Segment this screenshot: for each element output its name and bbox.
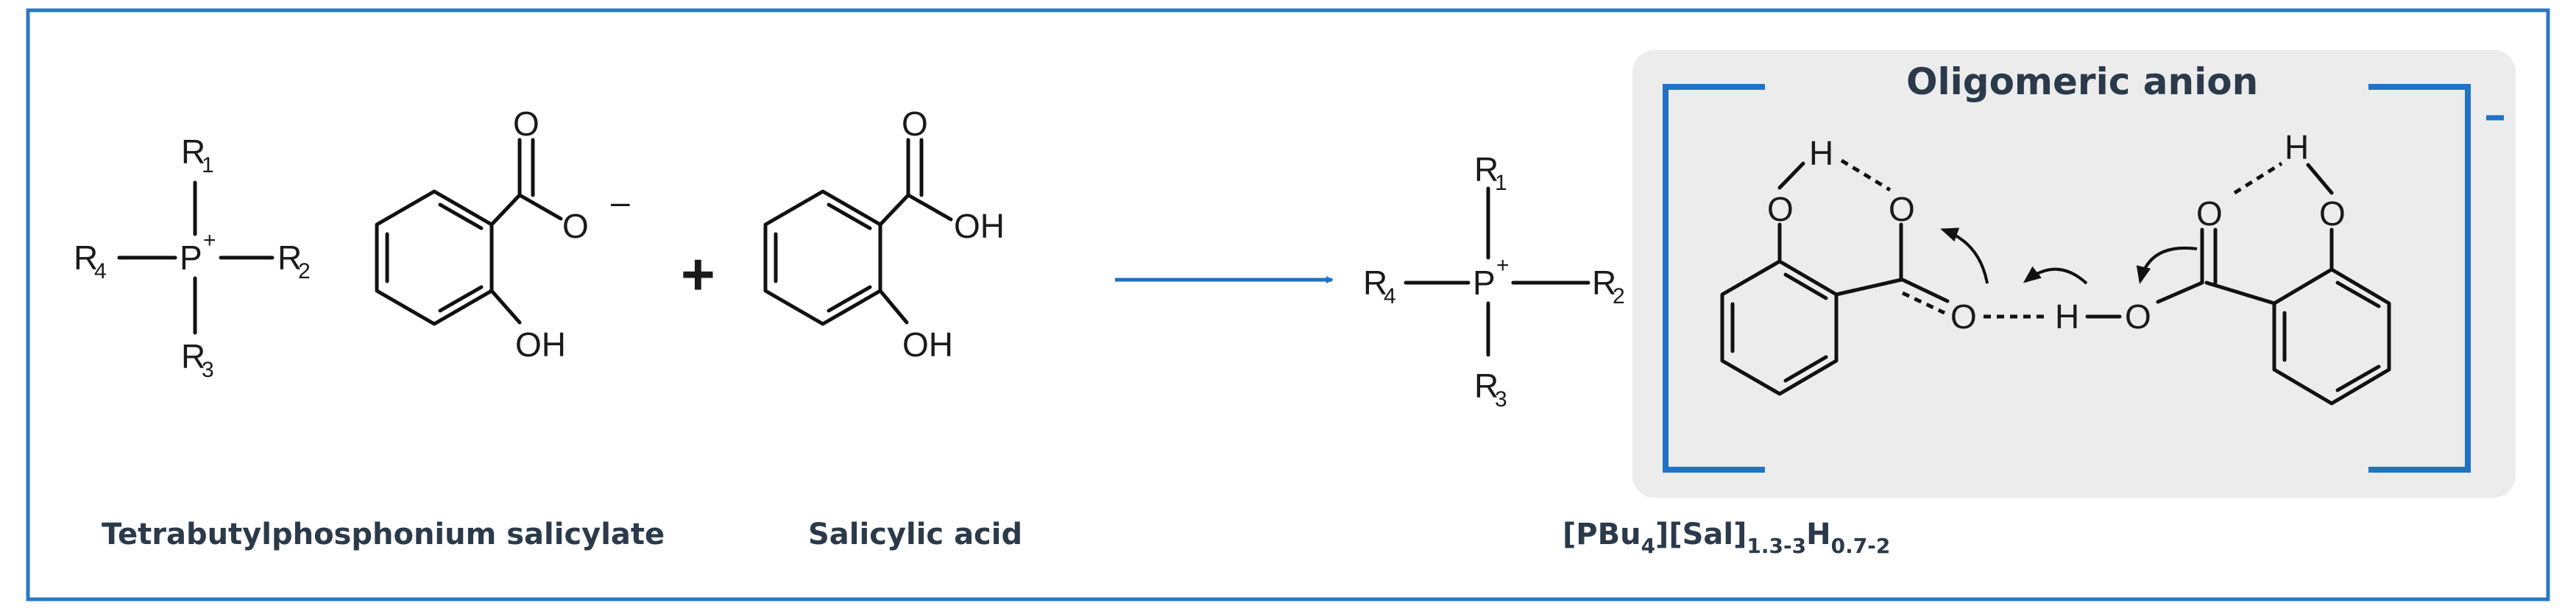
left-bracket <box>1663 84 1765 473</box>
formula-sub-2: 1.3-3 <box>1747 534 1806 558</box>
hydrogen-top-right: H <box>2285 128 2309 166</box>
carbonyl-oxygen: O <box>902 105 928 143</box>
r4-group: R <box>74 239 98 277</box>
oxygen-carbonyl-left: O <box>1889 190 1915 228</box>
product-cation: P + R 1 R 2 R 3 R 4 <box>1363 150 1625 412</box>
r1-subscript: 1 <box>202 153 214 177</box>
hydrogen-bridge: H <box>2055 297 2079 336</box>
positive-charge: + <box>1496 253 1510 278</box>
oxygen-carboxyl-left: O <box>1950 297 1977 336</box>
intramolecular-hbond-right <box>2233 161 2283 195</box>
oligomeric-anion-panel: Oligomeric anion H O O O <box>1632 50 2516 498</box>
carboxylate-oxygen: O <box>562 207 589 245</box>
phosphorus-atom: P <box>1473 264 1496 302</box>
positive-charge: + <box>203 228 216 253</box>
formula-sub-3: 0.7-2 <box>1831 534 1891 558</box>
carboxylic-oh: OH <box>954 207 1005 245</box>
carbonyl-oxygen: O <box>513 105 539 143</box>
r1-group: R <box>181 133 205 171</box>
reactant1-cation: P + R 1 R 2 R 3 R 4 <box>74 133 311 382</box>
reactant2-molecule: O OH OH <box>763 105 1005 364</box>
formula-part-1: [PBu <box>1563 518 1641 551</box>
reactant2-name: Salicylic acid <box>808 518 1022 551</box>
r3-group: R <box>1474 367 1498 405</box>
r3-subscript: 3 <box>202 358 214 382</box>
r3-group: R <box>181 337 205 375</box>
curved-arrow-icon <box>1940 227 1989 284</box>
negative-charge: – <box>611 183 630 221</box>
r4-subscript: 4 <box>94 259 107 283</box>
formula-sub-1: 4 <box>1641 534 1655 558</box>
outer-frame <box>26 8 2550 601</box>
right-bracket <box>2368 84 2471 473</box>
formula-part-2: ][Sal] <box>1655 518 1747 551</box>
r4-group: R <box>1363 264 1387 302</box>
r3-subscript: 3 <box>1495 387 1507 412</box>
r2-group: R <box>1592 264 1616 302</box>
intramolecular-hbond-left <box>1840 158 1892 192</box>
curved-arrow-icon <box>2136 247 2198 284</box>
r2-subscript: 2 <box>1613 284 1625 308</box>
oxygen-carboxyl-right: O <box>2125 297 2151 336</box>
r4-subscript: 4 <box>1384 284 1396 308</box>
product-formula: [PBu4][Sal]1.3-3H0.7-2 <box>1563 518 1890 558</box>
reactant1-anion: O O – OH <box>375 105 630 364</box>
r2-subscript: 2 <box>298 259 311 283</box>
reactant1-name: Tetrabutylphosphonium salicylate <box>102 518 665 551</box>
curved-arrow-icon <box>2023 266 2088 285</box>
anion-panel-title: Oligomeric anion <box>1906 60 2258 103</box>
r1-group: R <box>1474 150 1498 188</box>
hydroxyl-group: OH <box>902 325 953 364</box>
r1-subscript: 1 <box>1495 171 1507 195</box>
plus-icon: + <box>681 241 715 307</box>
hydrogen-top-left: H <box>1809 134 1833 172</box>
oxygen-carbonyl-right: O <box>2196 194 2223 233</box>
phosphorus-atom: P <box>180 239 202 277</box>
oxygen-phenol-left: O <box>1767 190 1794 228</box>
formula-part-3: H <box>1806 518 1830 551</box>
hydroxyl-group: OH <box>515 325 566 364</box>
r2-group: R <box>277 239 302 277</box>
oxygen-phenol-right: O <box>2319 194 2346 233</box>
